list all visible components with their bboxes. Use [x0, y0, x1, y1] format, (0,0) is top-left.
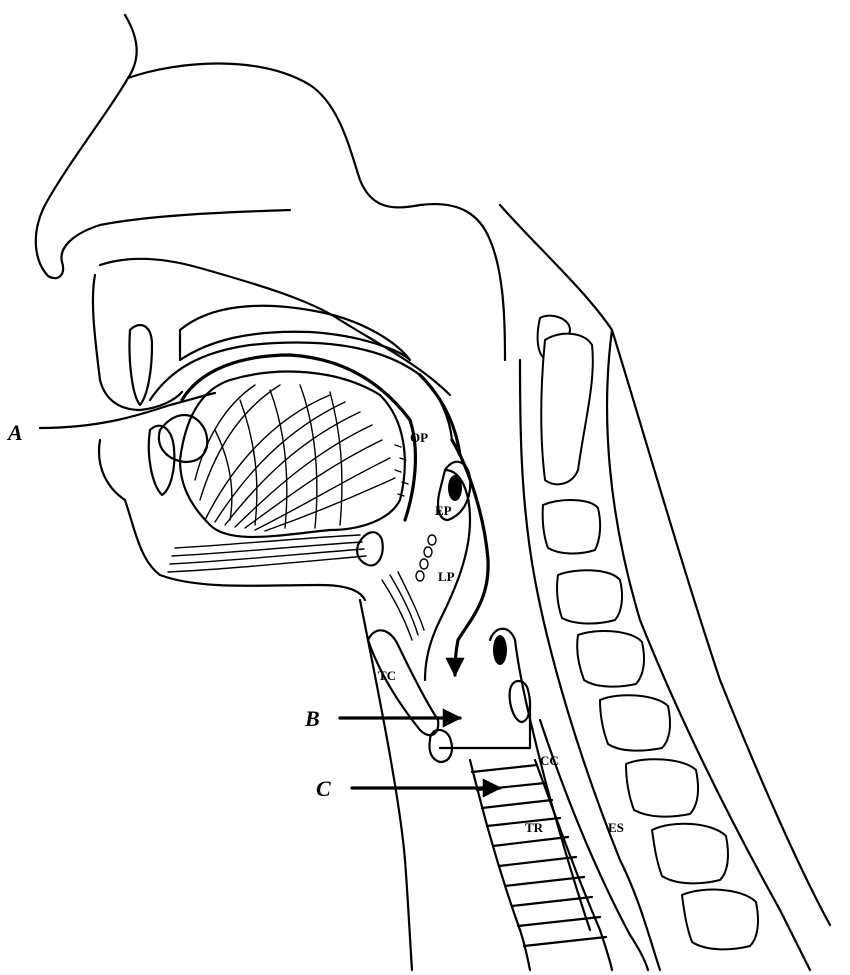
label-a: A — [6, 420, 23, 445]
floor-of-mouth-muscles — [167, 534, 367, 573]
label-ep: EP — [435, 503, 452, 518]
lower-lip — [97, 438, 367, 602]
label-tr: TR — [525, 820, 544, 835]
trachea-front — [468, 758, 532, 972]
neck-front-contour — [358, 598, 414, 972]
thyroid-membrane — [381, 571, 425, 641]
soft-palate — [418, 373, 462, 457]
hyoid-bone — [356, 531, 384, 567]
cricoid-line — [438, 703, 532, 750]
upper-incisor — [128, 323, 154, 407]
airflow-path — [445, 438, 490, 677]
label-b: B — [304, 706, 320, 731]
trachea-back — [533, 758, 614, 972]
posterior-tube-cuff — [493, 635, 507, 665]
neck-back-contour — [498, 203, 832, 927]
spine-posterior-line — [605, 328, 812, 972]
label-c: C — [316, 776, 331, 801]
pharynx-wall — [423, 468, 472, 682]
label-cc: CC — [540, 753, 559, 768]
label-op: OP — [410, 430, 428, 445]
vertebrae — [536, 314, 759, 951]
nasal-cavity — [98, 257, 452, 397]
posterior-tube-ring — [508, 679, 532, 724]
upper-lip — [91, 273, 184, 412]
skull-contour — [126, 62, 507, 362]
label-tc: TC — [378, 668, 396, 683]
epiglottis-cuff — [448, 475, 462, 501]
tongue-body — [178, 370, 406, 539]
nasal-turbinate — [178, 304, 412, 362]
tube-a-stopper — [157, 414, 209, 464]
laryngopharynx-beads — [415, 534, 437, 582]
epiglottis — [437, 460, 472, 522]
lower-incisor — [147, 424, 176, 497]
face-profile — [34, 13, 292, 280]
label-lp: LP — [438, 569, 455, 584]
label-es: ES — [608, 820, 624, 835]
thyroid-cartilage — [366, 629, 440, 737]
esophagus-wall — [538, 718, 650, 972]
tracheal-rings — [470, 763, 608, 948]
tube-a-line — [38, 391, 217, 430]
spine-anterior-line — [518, 358, 662, 972]
tongue-outline — [180, 353, 418, 522]
cricoid-anterior — [428, 728, 454, 764]
oropharynx-dots — [394, 444, 409, 497]
tongue-fibers — [194, 384, 396, 532]
posterior-tube — [488, 627, 592, 932]
